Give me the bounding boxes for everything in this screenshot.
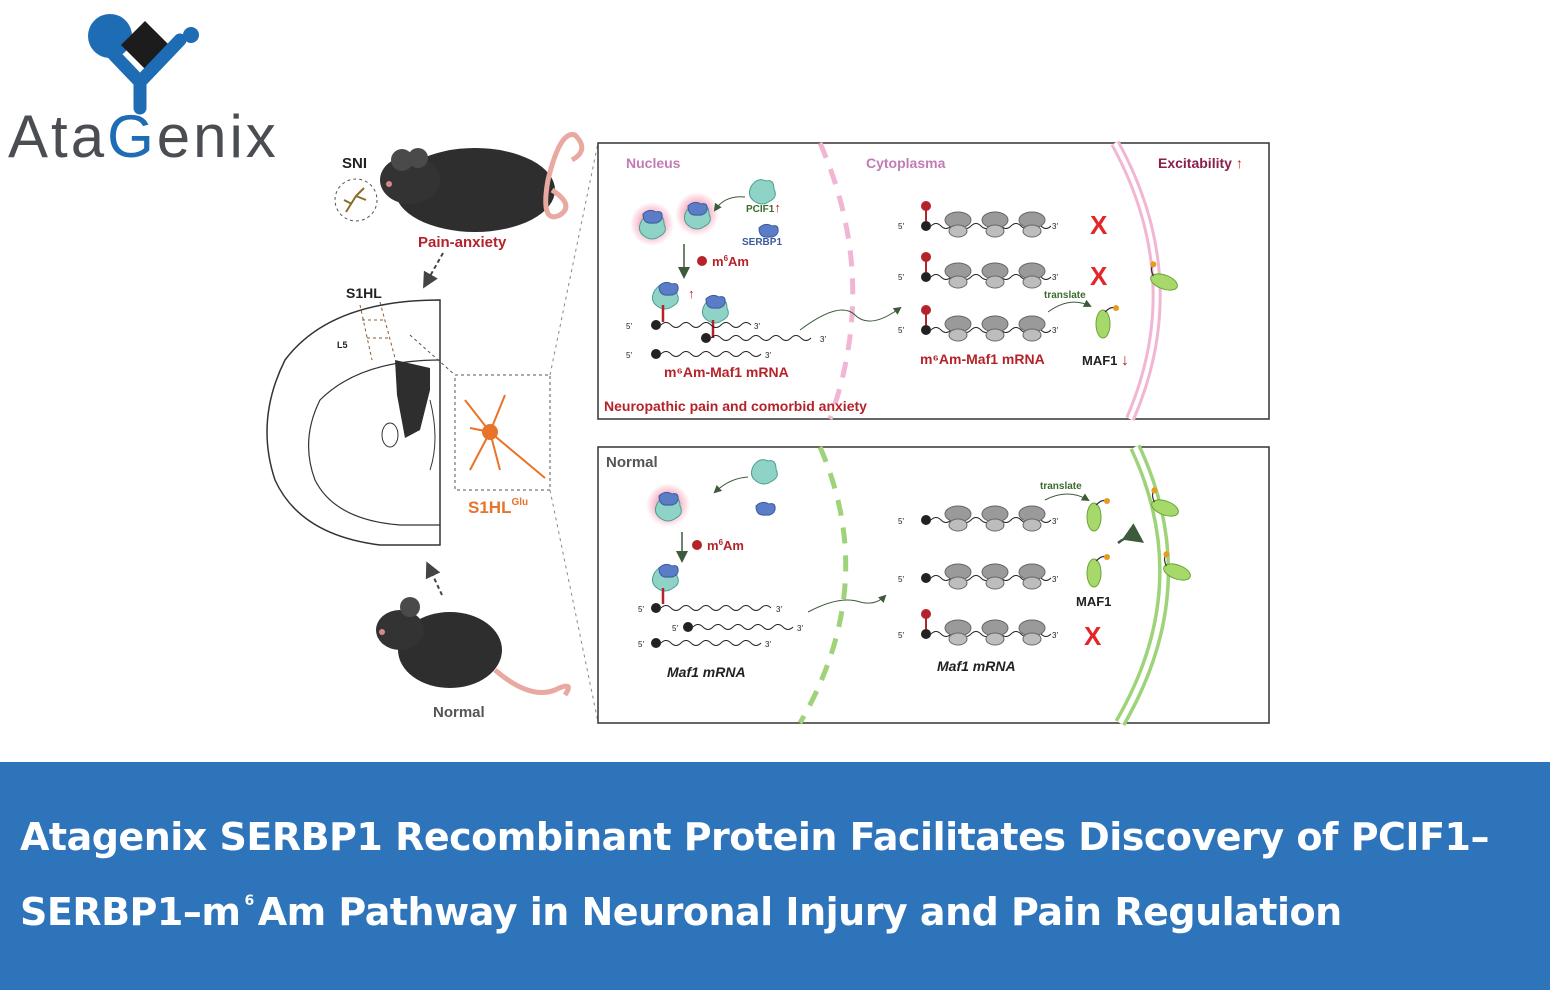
sni-mouse-icon <box>380 132 585 232</box>
svg-text:5′: 5′ <box>898 517 904 526</box>
pathway-figure: SNI Pain-anxiety S1HL L5 S1HLGlu Normal <box>8 14 1270 727</box>
m6am-dot-icon <box>697 256 707 266</box>
ribosome-rows-bottom: 5′ 3′ 5′ 3′ 5′ 3′ <box>898 505 1058 646</box>
mrna-strands-bottom-nucleus: 5′ 3′ 5′ 3′ 5′ 3′ <box>638 603 803 649</box>
svg-text:5′: 5′ <box>898 326 904 335</box>
translate-label-bottom: translate <box>1040 481 1082 492</box>
maf1-mrna-label-right: Maf1 mRNA <box>937 658 1016 674</box>
svg-text:5′: 5′ <box>638 640 644 649</box>
title-banner <box>0 762 1550 990</box>
block-x-icon: X <box>1084 621 1102 651</box>
svg-text:5′: 5′ <box>672 624 678 633</box>
svg-text:5′: 5′ <box>898 222 904 231</box>
svg-text:3′: 3′ <box>1052 326 1058 335</box>
serbp1-icon <box>758 223 779 238</box>
normal-panel-label: Normal <box>606 454 658 471</box>
nucleus-label: Nucleus <box>626 155 681 171</box>
zoom-line-bottom <box>549 489 599 723</box>
nuclear-membrane-top <box>817 141 856 420</box>
svg-text:↑: ↑ <box>688 286 695 301</box>
down-arrow <box>423 252 444 289</box>
export-arrow-bottom <box>807 594 887 613</box>
serbp1-label: SERBP1 <box>742 237 782 248</box>
svg-text:3′: 3′ <box>765 640 771 649</box>
pain-anxiety-label: Pain-anxiety <box>418 234 507 251</box>
cytoplasma-label: Cytoplasma <box>866 155 946 171</box>
svg-text:3′: 3′ <box>1052 517 1058 526</box>
l5-label: L5 <box>337 340 348 350</box>
up-arrow <box>425 561 443 596</box>
export-arrow-top <box>799 306 902 331</box>
nuclear-membrane-bottom <box>797 446 849 725</box>
neuron-inset-frame <box>454 374 551 491</box>
sni-label: SNI <box>342 155 367 172</box>
nerve-injury-icon <box>334 178 378 222</box>
svg-text:3′: 3′ <box>1052 222 1058 231</box>
traffic-arrow <box>1117 523 1145 544</box>
svg-text:3′: 3′ <box>797 624 803 633</box>
maf1-label-bottom: MAF1 <box>1076 594 1111 609</box>
block-x-icon: X <box>1090 210 1108 240</box>
excitability-label: Excitability ↑ <box>1158 155 1243 171</box>
svg-text:3′: 3′ <box>1052 631 1058 640</box>
m6am-label-bottom: m6Am <box>707 538 744 553</box>
normal-mouse-icon <box>376 597 571 697</box>
mrna-strands-top-nucleus: 5′ 3′ 3′ 5′ 3′ <box>626 320 826 360</box>
svg-text:5′: 5′ <box>898 575 904 584</box>
svg-text:3′: 3′ <box>754 322 760 331</box>
panel-caption: Neuropathic pain and comorbid anxiety <box>604 398 867 414</box>
svg-text:5′: 5′ <box>626 322 632 331</box>
glutamatergic-neuron-icon <box>464 394 546 479</box>
m6am-maf1-mrna-label-left: m⁶Am-Maf1 mRNA <box>664 364 789 380</box>
svg-text:5′: 5′ <box>638 605 644 614</box>
svg-text:3′: 3′ <box>820 335 826 344</box>
svg-text:3′: 3′ <box>1052 273 1058 282</box>
m6am-label-top: m6Am <box>712 254 749 269</box>
atagenix-logo-icon <box>88 14 199 115</box>
maf1-label-top: MAF1 ↓ <box>1082 352 1129 369</box>
figure-svg: SNI Pain-anxiety S1HL L5 S1HLGlu Normal <box>88 14 1270 727</box>
ribosome-rows-top: 5′ 3′ 5′ 3′ 5′ 3′ <box>898 201 1058 342</box>
svg-text:5′: 5′ <box>626 351 632 360</box>
maf1-mrna-label-left: Maf1 mRNA <box>667 664 746 680</box>
logo-wordmark: AtaGenix <box>8 103 279 170</box>
banner-title-line-1: Atagenix SERBP1 Recombinant Protein Faci… <box>20 815 1489 859</box>
zoom-line-top <box>549 142 599 376</box>
s1hl-label: S1HL <box>346 285 382 301</box>
s1hl-glu-label: S1HLGlu <box>468 497 528 517</box>
svg-text:3′: 3′ <box>765 351 771 360</box>
pcif1-icon <box>748 179 776 205</box>
block-x-icon: X <box>1090 261 1108 291</box>
translate-label-top: translate <box>1044 290 1086 301</box>
pcif1-label: PCIF1↑ <box>746 200 781 215</box>
brain-slice <box>266 299 456 546</box>
m6am-maf1-mrna-label-right: m⁶Am-Maf1 mRNA <box>920 351 1045 367</box>
normal-mouse-label: Normal <box>433 704 485 721</box>
svg-text:5′: 5′ <box>898 631 904 640</box>
svg-text:3′: 3′ <box>776 605 782 614</box>
svg-text:5′: 5′ <box>898 273 904 282</box>
svg-text:3′: 3′ <box>1052 575 1058 584</box>
